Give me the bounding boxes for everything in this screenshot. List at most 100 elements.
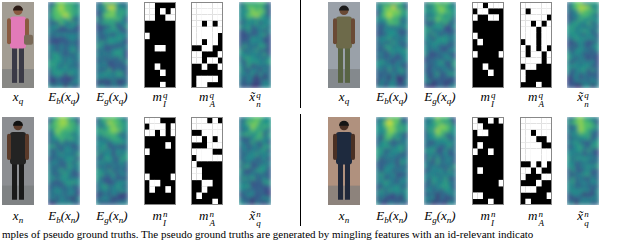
mask-cell xyxy=(525,20,531,26)
mask-background xyxy=(191,2,223,88)
mask-cell xyxy=(212,142,218,149)
heat-cell xyxy=(124,201,129,206)
photo-background xyxy=(2,2,34,88)
heatmap xyxy=(96,2,128,88)
mask-cell xyxy=(165,186,171,193)
mask-background xyxy=(472,2,504,88)
mask-cell xyxy=(212,8,218,14)
mask-cell xyxy=(196,27,202,33)
leg xyxy=(19,47,24,83)
mask-cell xyxy=(536,20,542,26)
heatmap xyxy=(48,2,80,88)
torso xyxy=(336,132,352,165)
person-photo xyxy=(2,117,34,205)
mask-border xyxy=(192,118,223,205)
ground xyxy=(2,69,34,88)
mask-cell xyxy=(536,14,542,20)
heatmap xyxy=(424,2,456,88)
hair xyxy=(13,6,23,11)
mask-background xyxy=(144,2,176,88)
mask-cell xyxy=(483,8,489,14)
heatmap-cells xyxy=(48,117,80,205)
mask-border xyxy=(145,3,176,88)
heat-cell xyxy=(124,84,129,88)
mask-cell xyxy=(202,14,208,20)
heatmap xyxy=(567,2,599,88)
mask-cell xyxy=(541,33,547,39)
mask-cell xyxy=(212,39,218,45)
torso xyxy=(10,17,26,49)
mask-cell xyxy=(541,45,547,51)
mask-cell xyxy=(541,27,547,33)
mask-cell xyxy=(525,14,531,20)
mask-cell xyxy=(202,186,208,193)
arm xyxy=(7,18,11,44)
heat-cell xyxy=(404,84,409,88)
mask-cell xyxy=(196,174,202,181)
mask-cell xyxy=(202,155,208,162)
mask-cell xyxy=(531,33,537,39)
mask-border xyxy=(145,118,176,205)
heatmap-cells xyxy=(239,2,271,88)
mask-cell xyxy=(531,63,537,69)
mask-cell xyxy=(202,148,208,155)
photo-background xyxy=(2,117,34,205)
mask-cell xyxy=(196,76,202,82)
hair xyxy=(339,6,349,11)
mask-cell xyxy=(483,63,489,69)
mask-cell xyxy=(202,33,208,39)
mask-cell xyxy=(525,63,531,69)
mask-cell xyxy=(149,123,155,130)
head xyxy=(14,6,23,15)
leg xyxy=(338,163,343,200)
mask-cell xyxy=(149,180,155,187)
person-photo xyxy=(328,117,360,205)
heatmap xyxy=(48,117,80,205)
mask-cell xyxy=(165,14,171,20)
mask-cell xyxy=(212,155,218,162)
mask-cell xyxy=(196,192,202,199)
mask-cell xyxy=(207,8,213,14)
binary-mask xyxy=(191,2,223,88)
hair xyxy=(13,121,23,126)
mask-cell xyxy=(149,14,155,20)
mask-cell xyxy=(160,70,166,76)
mask-cell xyxy=(212,57,218,63)
mask-cell xyxy=(149,130,155,137)
mask-cell xyxy=(207,130,213,137)
mask-cell xyxy=(202,63,208,69)
heatmap-cells xyxy=(424,2,456,88)
mask-cell xyxy=(212,130,218,137)
mask-cell xyxy=(488,14,494,20)
mask-cell xyxy=(212,33,218,39)
mask-cell xyxy=(149,186,155,193)
heatmap-cells xyxy=(376,117,408,205)
mask-cell xyxy=(525,57,531,63)
mask-cell xyxy=(531,8,537,14)
mask-background xyxy=(520,2,552,88)
mask-cell xyxy=(207,76,213,82)
binary-mask xyxy=(520,2,552,88)
mask-cell xyxy=(212,14,218,20)
mask-cell xyxy=(493,14,499,20)
mask-cell xyxy=(160,45,166,51)
mask-cell xyxy=(196,148,202,155)
mask-cell xyxy=(531,45,537,51)
heatmap-cells xyxy=(48,2,80,88)
mask-cell xyxy=(155,63,161,69)
mask-cell xyxy=(207,45,213,51)
mask-border xyxy=(473,3,504,88)
arm xyxy=(351,134,355,160)
mask-border xyxy=(192,3,223,88)
binary-mask xyxy=(144,117,176,205)
mask-border xyxy=(521,3,552,88)
mask-cell xyxy=(525,27,531,33)
mask-cell xyxy=(196,8,202,14)
mask-cell xyxy=(196,33,202,39)
mask-cell xyxy=(531,27,537,33)
heat-cell xyxy=(452,84,457,88)
mask-cell xyxy=(207,20,213,26)
ground xyxy=(328,186,360,205)
mask-cell xyxy=(207,123,213,130)
heat-cell xyxy=(76,201,81,206)
